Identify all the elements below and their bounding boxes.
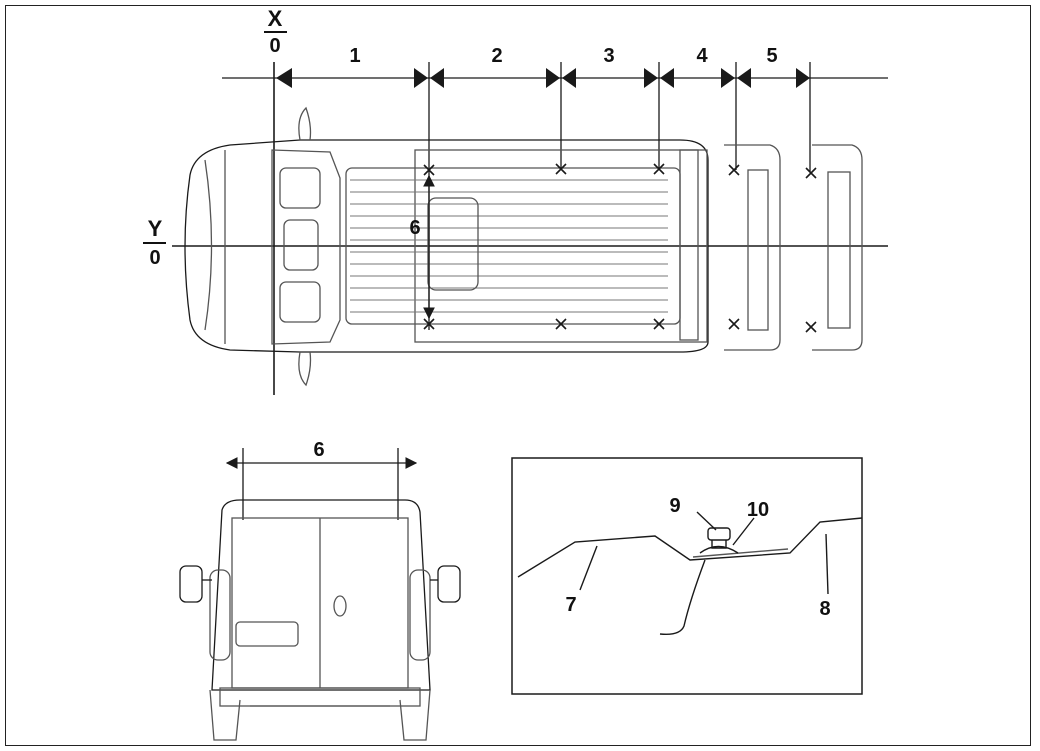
- callout-7: 7: [565, 594, 576, 616]
- zone-label-5: 5: [766, 45, 777, 67]
- rack-leg: [659, 559, 706, 636]
- fastener-head: [707, 527, 731, 541]
- leader-8: [825, 533, 829, 595]
- y-axis-letter: Y: [148, 216, 163, 241]
- callout-8: 8: [819, 598, 830, 620]
- zone-label-3: 3: [603, 45, 614, 67]
- x-axis-letter: X: [268, 6, 283, 31]
- diagram-frame: [5, 5, 1031, 746]
- rear-body-outline: [211, 499, 431, 691]
- zone-arrows: [276, 68, 810, 88]
- zone-label-1: 1: [349, 45, 360, 67]
- rear-view: [179, 448, 461, 741]
- roof-profile: [517, 517, 863, 578]
- zone-label-2: 2: [491, 45, 502, 67]
- detail-inset: 9 10 7 8: [511, 457, 863, 695]
- zone-label-4: 4: [696, 45, 708, 67]
- callout-10: 10: [747, 499, 769, 521]
- callout-9: 9: [669, 495, 680, 517]
- extension-section-b: [812, 144, 863, 351]
- detail-inset-frame: [511, 457, 863, 695]
- mounting-points: [423, 163, 817, 333]
- top-view: [172, 62, 888, 395]
- width-label-top: 6: [409, 217, 420, 239]
- leader-10: [732, 517, 755, 546]
- width-label-rear: 6: [313, 439, 324, 461]
- extension-section-a: [724, 144, 781, 351]
- leader-7: [579, 545, 598, 591]
- leader-9: [696, 511, 717, 531]
- y-axis-zero: 0: [149, 247, 160, 269]
- van-body-outline: [184, 139, 709, 353]
- x-axis-zero: 0: [269, 35, 280, 57]
